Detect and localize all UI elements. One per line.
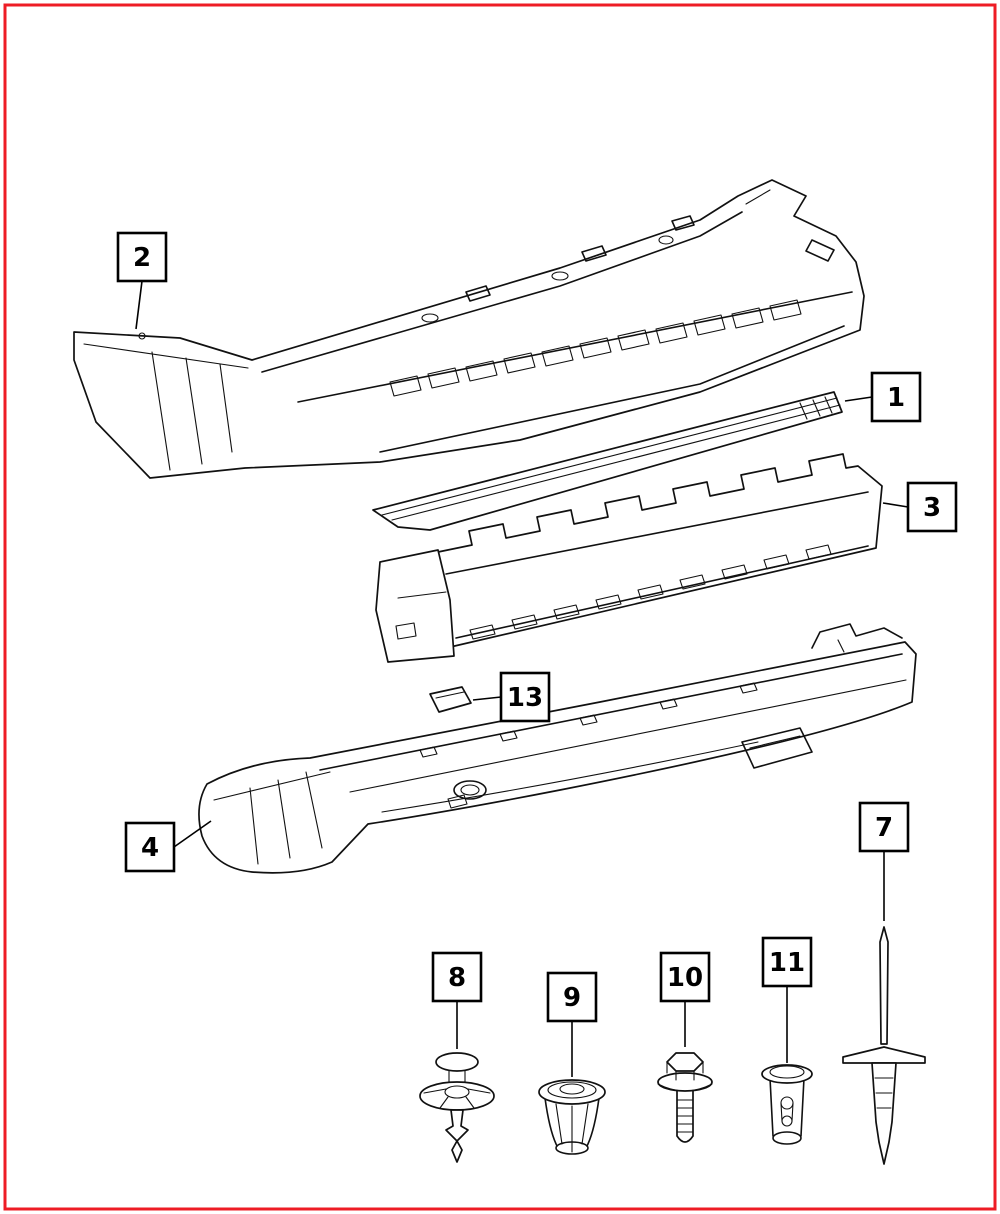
callout-box[interactable]: [870, 371, 922, 423]
callout-box[interactable]: [499, 671, 551, 723]
part-drawing-upper-fascia: [73, 179, 865, 479]
callout-box[interactable]: [546, 971, 598, 1023]
leader-line-4: [173, 820, 212, 848]
callout-label: 7: [875, 813, 893, 843]
red-border-frame: [3, 3, 997, 1211]
callout-label: 2: [133, 243, 151, 273]
callout-box[interactable]: [431, 951, 483, 1003]
leader-line-2: [135, 280, 143, 330]
part-drawing-step-pad: [372, 391, 843, 531]
callout-label: 9: [563, 983, 581, 1013]
leader-line-1: [844, 396, 873, 402]
callout-label: 3: [923, 493, 941, 523]
callout-7[interactable]: 7: [858, 801, 910, 853]
callout-8[interactable]: 8: [431, 951, 483, 1003]
callout-13[interactable]: 13: [499, 671, 551, 723]
part-drawing-tow-hook-cover: [429, 686, 472, 713]
callout-label: 4: [141, 833, 159, 863]
callout-10[interactable]: 10: [659, 951, 711, 1003]
callout-label: 8: [448, 963, 466, 993]
callout-3[interactable]: 3: [906, 481, 958, 533]
callout-box[interactable]: [761, 936, 813, 988]
part-drawing-grommet-nut: [538, 1079, 606, 1155]
part-drawing-lower-fascia: [198, 623, 917, 874]
callout-4[interactable]: 4: [124, 821, 176, 873]
callout-box[interactable]: [659, 951, 711, 1003]
callout-label: 10: [667, 963, 703, 993]
callout-11[interactable]: 11: [761, 936, 813, 988]
callout-label: 11: [769, 948, 805, 978]
part-drawing-reinforcement: [375, 453, 883, 663]
callout-2[interactable]: 2: [116, 231, 168, 283]
leader-lines: [135, 280, 909, 1077]
part-drawing-push-rivet: [842, 926, 926, 1165]
part-drawing-rivet-grommet: [761, 1064, 813, 1145]
leader-line-3: [882, 502, 909, 508]
callout-label: 1: [887, 383, 905, 413]
callout-9[interactable]: 9: [546, 971, 598, 1023]
callout-box[interactable]: [116, 231, 168, 283]
part-drawing-hex-bolt: [657, 1052, 713, 1143]
callout-1[interactable]: 1: [870, 371, 922, 423]
callout-box[interactable]: [858, 801, 910, 853]
callout-box[interactable]: [906, 481, 958, 533]
part-drawing-push-pin-retainer: [419, 1052, 495, 1163]
callout-label: 13: [507, 683, 543, 713]
callout-box[interactable]: [124, 821, 176, 873]
leader-line-13: [472, 696, 502, 701]
